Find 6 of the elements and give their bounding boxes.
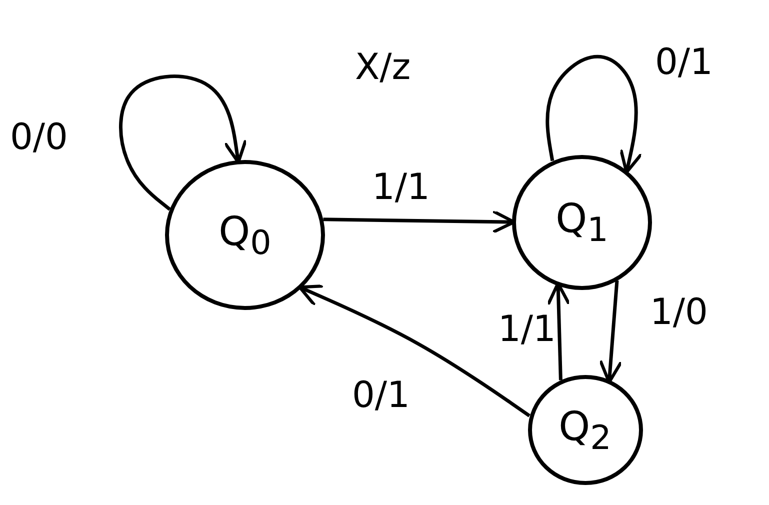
arrow xyxy=(546,54,643,174)
state-label: Q$_{2}$ xyxy=(558,404,612,456)
arrow xyxy=(119,74,248,211)
arrow xyxy=(298,284,530,418)
state-label: Q$_{0}$ xyxy=(218,208,272,262)
state-label: Q$_{1}$ xyxy=(556,196,608,248)
